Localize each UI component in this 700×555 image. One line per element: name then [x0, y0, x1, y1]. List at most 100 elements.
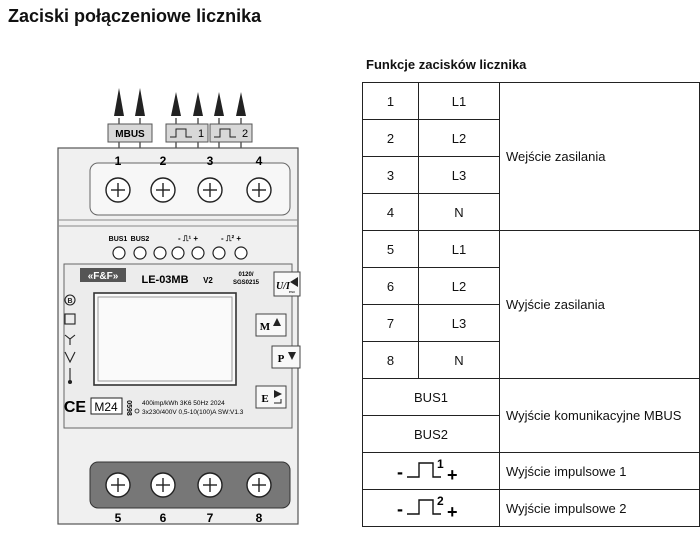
- svg-text:B: B: [67, 298, 72, 305]
- pulse1-symbol-icon: - 1 +: [397, 457, 458, 485]
- table-title: Funkcje zacisków licznika: [366, 57, 527, 72]
- screw-icon: [246, 472, 272, 498]
- brand-logo: «F&F»: [88, 271, 119, 282]
- m24-label: M24: [94, 400, 118, 414]
- phase-cell: L3: [418, 156, 500, 194]
- terminal-functions-table: 1 L1 Wejście zasilania 2 L2 3 L3 4 N 5 L…: [362, 82, 700, 527]
- b-circle-icon: B: [64, 294, 76, 306]
- pulse1-symbol-sup: 1: [437, 457, 444, 471]
- page-title: Zaciski połączeniowe licznika: [8, 6, 262, 26]
- bottom-terminal-number: 7: [207, 511, 214, 525]
- terminal-number-cell: 4: [362, 193, 419, 231]
- arrow-up-icon: [114, 88, 124, 116]
- phase-cell: L2: [418, 119, 500, 157]
- phase-cell: L2: [418, 267, 500, 305]
- bus-description: Wyjście komunikacyjne MBUS: [499, 378, 700, 453]
- top-terminal-number: 2: [160, 154, 167, 168]
- svg-text:P: P: [278, 353, 285, 365]
- p-button[interactable]: P: [271, 345, 301, 369]
- bus2-terminal-label: BUS2: [131, 236, 150, 243]
- pulse-icon: [170, 128, 192, 138]
- table-row: 7 L3: [362, 304, 700, 342]
- triangle-right-icon: [274, 390, 282, 398]
- lcd-display: [93, 292, 237, 386]
- terminal-number-cell: 6: [362, 267, 419, 305]
- svg-text:U/I: U/I: [276, 281, 291, 292]
- pulse1-box-label: 1: [198, 128, 204, 140]
- triangle-left-icon: [290, 277, 298, 287]
- terminal-number-cell: 8: [362, 341, 419, 379]
- pulse2-box-label: 2: [242, 128, 248, 140]
- phase-cell: N: [418, 193, 500, 231]
- pulse2-terminal-label: - ⎍² +: [221, 234, 241, 243]
- top-terminal-number: 1: [115, 154, 122, 168]
- triangle-up-icon: [273, 318, 281, 326]
- spec-line2: 3x230/400V 0,5-10(100)A SW:V1.3: [142, 409, 244, 416]
- bottom-terminal-number: 5: [115, 511, 122, 525]
- arrow-up-icon: [135, 88, 145, 116]
- screw-icon: [197, 177, 223, 203]
- terminal-number-cell: 7: [362, 304, 419, 342]
- top-terminal-number: 4: [256, 154, 263, 168]
- screw-icon: [150, 472, 176, 498]
- pulse1-symbol-cell: - 1 +: [362, 452, 500, 490]
- screw-icon: [105, 472, 131, 498]
- table-row: 4 N: [362, 193, 700, 231]
- cert-line1: 0120/: [238, 272, 253, 278]
- table-row: 2 L2: [362, 119, 700, 157]
- group1-description: Wejście zasilania: [499, 82, 700, 231]
- ce-mark: CE: [64, 399, 87, 416]
- bus2-cell: BUS2: [362, 415, 500, 453]
- svg-text:+: +: [447, 465, 458, 484]
- svg-text:-: -: [397, 462, 403, 482]
- code-0598: 0598: [125, 400, 132, 416]
- bus1-cell: BUS1: [362, 378, 500, 416]
- svg-text:M: M: [260, 321, 271, 333]
- ui-button[interactable]: U/I esc: [273, 271, 301, 297]
- phase-cell: L1: [418, 82, 500, 120]
- phase-cell: N: [418, 341, 500, 379]
- arrow-up-icon: [236, 92, 246, 116]
- table-row: BUS1 Wyjście komunikacyjne MBUS: [362, 378, 700, 453]
- model-label: LE-03MB: [141, 274, 188, 286]
- pulse2-symbol-cell: - 2 +: [362, 489, 500, 527]
- table-row: 5 L1 Wyjście zasilania: [362, 230, 700, 379]
- phase-cell: L1: [418, 230, 500, 268]
- pulse-icon: [214, 128, 236, 138]
- arrow-up-icon: [193, 92, 203, 116]
- top-screw-icons: [105, 177, 272, 203]
- table-row: - 2 + Wyjście impulsowe 2: [362, 489, 700, 527]
- small-terminal-icons: [112, 246, 248, 260]
- svg-text:E: E: [261, 393, 268, 405]
- bus1-terminal-label: BUS1: [109, 236, 128, 243]
- bottom-terminal-number: 6: [160, 511, 167, 525]
- top-terminal-number: 3: [207, 154, 214, 168]
- terminal-number-cell: 1: [362, 82, 419, 120]
- bottom-screw-icons: [105, 472, 272, 498]
- svg-text:-: -: [397, 499, 403, 519]
- terminal-number-cell: 3: [362, 156, 419, 194]
- side-icons: B: [64, 294, 76, 385]
- delta-connection-icon: [64, 351, 76, 364]
- triangle-down-icon: [288, 352, 296, 360]
- square-icon: [64, 313, 76, 325]
- terminal-number-cell: 2: [362, 119, 419, 157]
- terminal-number-cell: 5: [362, 230, 419, 268]
- table-row: 1 L1 Wejście zasilania: [362, 82, 700, 231]
- meter-diagram: MBUS 1 2 1 2 3 4 BUS1 BUS2 - ⎍¹ + - ⎍² +: [57, 88, 301, 525]
- svg-text:+: +: [447, 502, 458, 521]
- screw-icon: [105, 177, 131, 203]
- mbus-label: MBUS: [115, 129, 145, 140]
- table-row: 6 L2: [362, 267, 700, 305]
- bottom-terminal-number: 8: [256, 511, 263, 525]
- m-button[interactable]: M: [255, 313, 287, 337]
- enter-icon: [274, 399, 282, 404]
- cert-line2: SGS0215: [233, 280, 260, 286]
- e-button[interactable]: E: [255, 385, 287, 409]
- pulse2-symbol-icon: - 2 +: [397, 494, 458, 522]
- star-connection-icon: [64, 334, 76, 345]
- svg-text:esc: esc: [289, 289, 295, 294]
- phase-cell: L3: [418, 304, 500, 342]
- pulse2-description: Wyjście impulsowe 2: [499, 489, 700, 527]
- screw-icon: [246, 177, 272, 203]
